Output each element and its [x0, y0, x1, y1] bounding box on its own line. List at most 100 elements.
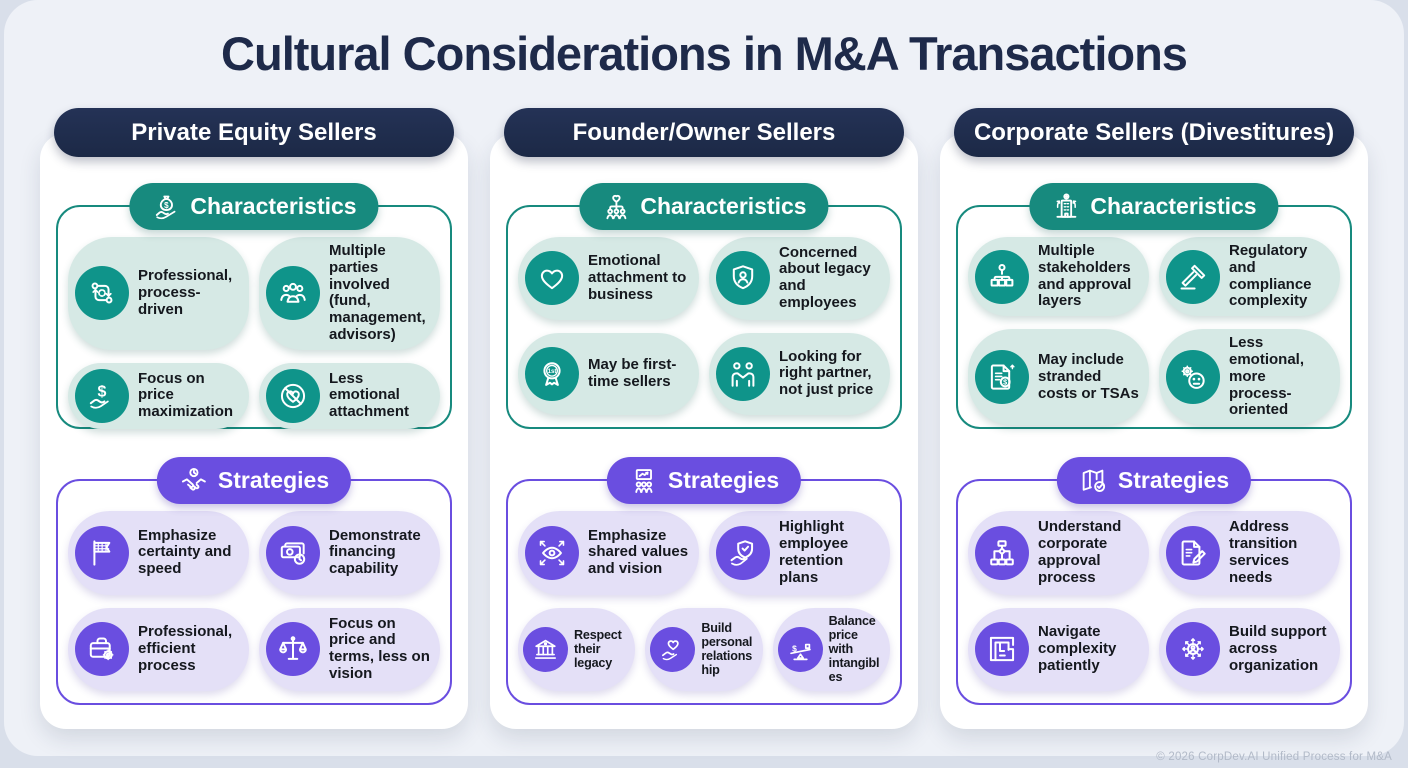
columns-container: Private Equity Sellers $ Characteristics…	[40, 108, 1368, 729]
strategies-items: Emphasize shared values and vision Highli…	[518, 511, 890, 691]
map-check-icon	[1079, 466, 1109, 496]
item-label: Emphasize shared values and vision	[588, 526, 689, 578]
item-label: Balance price with intangibles	[828, 614, 880, 685]
section-title: Strategies	[667, 467, 780, 493]
svg-text:$: $	[164, 200, 169, 209]
column-header: Founder/Owner Sellers	[504, 108, 904, 157]
item-pill: Multiple stakeholders and approval layer…	[968, 237, 1149, 317]
item-pill: Multiple parties involved (fund, managem…	[259, 237, 440, 350]
item-pill: Professional, process-driven	[68, 237, 249, 350]
heart-icon	[525, 251, 579, 306]
footer-credit: © 2026 CorpDev.AI Unified Process for M&…	[1156, 751, 1392, 763]
strategies-pill: Strategies	[156, 457, 352, 504]
item-pill: $May include stranded costs or TSAs	[968, 329, 1149, 426]
item-pill: Build personal relationship	[645, 607, 763, 691]
item-pill: Address transition services needs	[1159, 511, 1340, 595]
svg-text:$: $	[98, 383, 107, 400]
heart-hand-icon	[650, 626, 696, 672]
item-pill: Demonstrate financing capability	[259, 511, 440, 595]
family-heart-icon	[601, 192, 631, 222]
item-pill: Navigate complexity patiently	[968, 607, 1149, 691]
first-time-badge-icon: 1st	[525, 346, 579, 401]
strategies-section: Strategies Emphasize certainty and speed…	[56, 457, 452, 705]
org-chart-icon	[975, 249, 1029, 304]
svg-text:$: $	[792, 643, 797, 653]
column-header-label: Corporate Sellers (Divestitures)	[973, 118, 1335, 146]
item-label: Understand corporate approval process	[1038, 518, 1122, 586]
vision-eye-icon	[525, 525, 579, 580]
bank-building-icon	[523, 626, 568, 672]
dollar-hand-icon: $	[75, 368, 129, 423]
characteristics-section: Characteristics Emotional attachment to …	[506, 183, 902, 429]
item-pill: Highlight employee retention plans	[709, 511, 890, 595]
network-person-icon	[1166, 622, 1220, 677]
section-title: Strategies	[217, 467, 330, 493]
column-card: Characteristics Multiple stakeholders an…	[940, 133, 1368, 729]
item-pill: Regulatory and compliance complexity	[1159, 237, 1340, 317]
strategies-section: Strategies Understand corporate approval…	[956, 457, 1352, 705]
strategies-section: Strategies Emphasize shared values and v…	[506, 457, 902, 705]
item-label: Highlight employee retention plans	[779, 518, 849, 586]
characteristics-pill: Characteristics	[579, 183, 829, 230]
item-label: Regulatory and compliance complexity	[1229, 242, 1312, 310]
column-header: Corporate Sellers (Divestitures)	[954, 108, 1354, 157]
column-header: Private Equity Sellers	[54, 108, 454, 157]
item-label: Build personal relationship	[701, 621, 753, 678]
presentation-team-icon	[629, 466, 659, 496]
item-label: Emotional attachment to business	[588, 252, 687, 303]
item-label: Professional, process-driven	[138, 267, 233, 318]
item-pill: Understand corporate approval process	[968, 511, 1149, 595]
item-label: Navigate complexity patiently	[1038, 623, 1117, 674]
building-arrows-icon	[1051, 192, 1081, 222]
item-pill: Professional, efficient process	[68, 607, 249, 691]
characteristics-items: Emotional attachment to business Concerne…	[518, 237, 890, 415]
handshake-clock-icon	[179, 466, 209, 496]
gavel-icon	[1166, 249, 1220, 304]
item-pill: $ Balance price with intangibles	[772, 607, 890, 691]
characteristics-pill: Characteristics	[1029, 183, 1279, 230]
item-label: Focus on price maximization	[138, 369, 234, 421]
item-pill: Less emotional, more process-oriented	[1159, 329, 1340, 426]
item-pill: Looking for right partner, not just pric…	[709, 332, 890, 415]
section-title: Characteristics	[190, 193, 357, 219]
item-label: May be first-time sellers	[588, 355, 677, 390]
column-founder-owner-sellers: Founder/Owner Sellers Characteristics Em…	[490, 108, 918, 729]
characteristics-items: Professional, process-driven Multiple par…	[68, 237, 440, 429]
column-header-label: Founder/Owner Sellers	[572, 118, 836, 146]
maze-icon	[975, 622, 1029, 677]
column-card: $ Characteristics Professional, process-…	[40, 133, 468, 729]
item-pill: Concerned about legacy and employees	[709, 237, 890, 320]
item-label: Respect their legacy	[574, 628, 622, 671]
item-pill: Focus on price and terms, less on vision	[259, 607, 440, 691]
people-group-icon	[266, 266, 320, 321]
no-heart-icon	[266, 368, 320, 423]
balance-scale-icon	[266, 622, 320, 677]
item-label: Looking for right partner, not just pric…	[779, 347, 874, 399]
seesaw-balance-icon: $	[777, 626, 823, 672]
item-label: Professional, efficient process	[138, 623, 233, 674]
characteristics-section: $ Characteristics Professional, process-…	[56, 183, 452, 429]
item-label: Multiple stakeholders and approval layer…	[1038, 242, 1132, 310]
item-pill: Build support across organization	[1159, 607, 1340, 691]
money-bag-hand-icon: $	[151, 192, 181, 222]
item-pill: $ Focus on price maximization	[68, 362, 249, 429]
svg-text:1st: 1st	[548, 368, 557, 375]
item-pill: Respect their legacy	[518, 607, 636, 691]
column-header-label: Private Equity Sellers	[131, 118, 377, 146]
characteristics-section: Characteristics Multiple stakeholders an…	[956, 183, 1352, 429]
svg-text:$: $	[1003, 378, 1007, 387]
section-title: Strategies	[1117, 467, 1230, 493]
column-private-equity-sellers: Private Equity Sellers $ Characteristics…	[40, 108, 468, 729]
section-title: Characteristics	[640, 193, 807, 219]
item-label: Multiple parties involved (fund, managem…	[329, 242, 426, 343]
item-label: Less emotional, more process-oriented	[1229, 334, 1305, 419]
item-pill: Emotional attachment to business	[518, 237, 699, 320]
shield-person-icon	[716, 251, 770, 306]
banknote-clock-icon	[266, 525, 320, 580]
item-pill: Emphasize certainty and speed	[68, 511, 249, 595]
column-corporate-sellers: Corporate Sellers (Divestitures) Charact…	[940, 108, 1368, 729]
partners-handshake-icon	[716, 346, 770, 401]
item-pill: Less emotional attachment	[259, 362, 440, 429]
document-pencil-icon	[1166, 525, 1220, 580]
